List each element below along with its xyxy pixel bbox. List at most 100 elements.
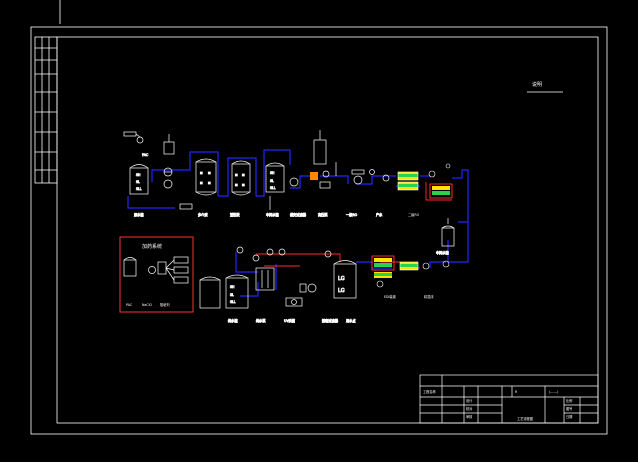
svg-text:一级RO: 一级RO (346, 212, 358, 217)
dosing-tank-icon (173, 256, 189, 264)
svg-text:纯水泵: 纯水泵 (256, 318, 266, 323)
svg-text:中间水箱: 中间水箱 (266, 212, 280, 217)
svg-text:SL: SL (136, 180, 140, 184)
svg-text:二级RO: 二级RO (408, 212, 420, 217)
tank-icon: SH SL SLL (265, 162, 285, 193)
gauge-icon (236, 246, 244, 254)
legend-title: 加药系统 (142, 243, 162, 250)
membrane-icon (397, 171, 419, 181)
svg-text:阻垢剂: 阻垢剂 (160, 302, 170, 307)
uv-icon (310, 172, 318, 180)
svg-text:SH: SH (136, 173, 141, 177)
tank-icon (123, 259, 137, 277)
filter-icon: ⊠ ⊠ ⊠ ⊠ (231, 160, 251, 196)
dosing-tank-icon (123, 131, 144, 144)
drawing-name: 工艺流程图 (517, 416, 533, 421)
svg-text:产水: 产水 (376, 212, 383, 217)
main-pipeline (127, 149, 469, 297)
tank-icon (199, 276, 221, 309)
filter-icon: ⊠ ⊠ ⊠ ⊠ (195, 158, 217, 196)
svg-text:SL: SL (230, 293, 234, 297)
chemical-pipeline (256, 182, 452, 267)
svg-text:精混床: 精混床 (424, 294, 434, 299)
title-block (419, 374, 599, 424)
svg-text:比例: 比例 (566, 398, 572, 403)
svg-text:LG: LG (338, 288, 345, 294)
note-block: 说明 (527, 81, 563, 93)
membrane-rack-2: EDI装置 精混床 (371, 255, 450, 299)
tank-icon: LG LG (333, 260, 357, 299)
membrane-icon (397, 181, 419, 191)
svg-text:SLL: SLL (136, 187, 142, 191)
gauge-icon (428, 170, 436, 178)
svg-text:用水点: 用水点 (346, 318, 356, 323)
svg-text:精密过滤器: 精密过滤器 (322, 318, 339, 323)
svg-text:多介质: 多介质 (198, 212, 208, 217)
svg-text:R: R (515, 390, 518, 394)
membrane-rack-1: 二级RO (397, 163, 453, 217)
security-section: 保安过滤器 高压泵 一级RO 产水 (289, 130, 390, 217)
pump-icon (163, 167, 173, 189)
pure-water-section: LG LG SH SL SLL 纯水箱 纯水泵 UV杀菌 精密过滤器 用水点 (199, 246, 357, 323)
svg-text:LG: LG (338, 276, 345, 282)
svg-text:审核: 审核 (466, 414, 473, 419)
svg-text:⊠: ⊠ (200, 171, 203, 175)
svg-text:PAC: PAC (126, 303, 133, 307)
sheet-frame (30, 0, 608, 435)
tank-icon: SH SL SLL (225, 274, 249, 309)
note-label: 说明 (532, 81, 542, 88)
membrane-icon (371, 255, 395, 271)
valve-icon (179, 203, 193, 210)
svg-text:⊠: ⊠ (235, 173, 238, 177)
gauge-icon (324, 250, 332, 258)
svg-text:⊠: ⊠ (208, 181, 211, 185)
pump-icon (422, 262, 430, 270)
gauge-icon (376, 280, 384, 288)
dosing-tank-icon (313, 139, 327, 165)
pump-icon (148, 266, 156, 274)
uv-icon (285, 297, 303, 307)
svg-text:UV杀菌: UV杀菌 (284, 318, 295, 323)
gauge-icon (445, 163, 451, 169)
filter-icon (255, 267, 275, 291)
svg-text:高压泵: 高压泵 (318, 212, 328, 217)
svg-text:日期: 日期 (566, 414, 572, 419)
svg-text:⊠: ⊠ (200, 181, 203, 185)
project-label: 工程名称 (423, 389, 437, 394)
svg-text:SL: SL (270, 179, 274, 183)
svg-text:中间水箱: 中间水箱 (436, 250, 450, 255)
pump-icon (307, 283, 317, 293)
membrane-icon (374, 272, 392, 278)
svg-text:⊠: ⊠ (235, 183, 238, 187)
svg-text:校对: 校对 (466, 406, 473, 411)
raw-water-section: SH SL SLL PAC 原水箱 (123, 131, 175, 217)
pump-icon (252, 254, 260, 262)
svg-text:设计: 设计 (466, 398, 473, 403)
dosing-tank-icon (173, 266, 189, 274)
svg-text:SH: SH (230, 285, 235, 289)
svg-text:SLL: SLL (270, 186, 276, 190)
pump-icon (289, 177, 299, 187)
svg-text:⊠: ⊠ (208, 171, 211, 175)
svg-text:活性炭: 活性炭 (230, 212, 240, 217)
svg-text:PAC: PAC (142, 153, 149, 157)
pump-icon (442, 260, 450, 268)
svg-text:图号: 图号 (566, 406, 572, 411)
svg-text:(------): (------) (549, 390, 558, 394)
svg-text:保安过滤器: 保安过滤器 (290, 212, 307, 217)
svg-text:⊠: ⊠ (242, 183, 245, 187)
pump-icon (351, 169, 365, 185)
svg-text:纯水箱: 纯水箱 (228, 318, 238, 323)
svg-text:SLL: SLL (230, 300, 236, 304)
gauge-icon (369, 169, 375, 175)
membrane-icon (399, 261, 419, 271)
tank-icon (441, 227, 455, 247)
dosing-system-box: 加药系统 PAC NaClO 阻垢剂 (119, 236, 194, 313)
svg-text:⊠: ⊠ (242, 173, 245, 177)
pump-icon (382, 174, 390, 182)
membrane-icon (429, 183, 453, 199)
filter-section: ⊠ ⊠ ⊠ ⊠ ⊠ ⊠ ⊠ ⊠ SH SL SLL 多介质 活性炭 中间水箱 (179, 158, 285, 217)
svg-text:EDI装置: EDI装置 (384, 294, 396, 299)
tank-icon: SH SL SLL (129, 164, 149, 195)
